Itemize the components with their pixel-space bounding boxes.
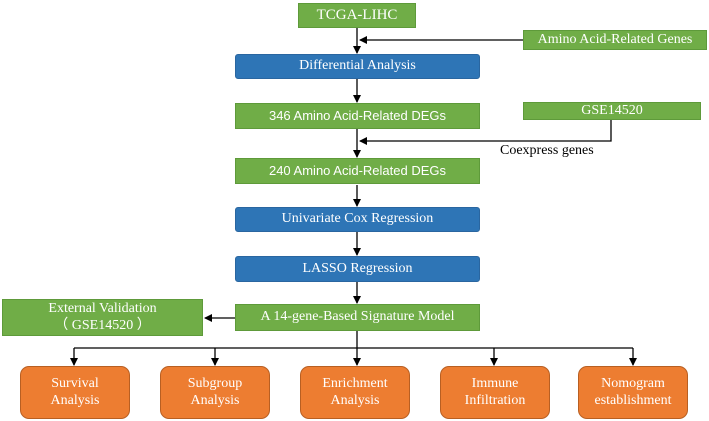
outcome-line2: Analysis xyxy=(330,392,380,408)
outcome-line1: Enrichment xyxy=(322,376,388,392)
degs-346-node: 346 Amino Acid-Related DEGs xyxy=(235,103,480,129)
univariate-cox-label: Univariate Cox Regression xyxy=(281,211,434,227)
coexpress-genes-label: Coexpress genes xyxy=(500,143,594,158)
outcome-line1: Survival xyxy=(51,376,99,392)
outcome-line1: Immune xyxy=(471,376,519,392)
external-validation-line1: External Validation xyxy=(48,301,157,317)
immune-infiltration-node: Immune Infiltration xyxy=(440,366,550,419)
outcome-line2: establishment xyxy=(594,392,672,408)
lasso-regression-node: LASSO Regression xyxy=(235,256,480,282)
gse14520-label: GSE14520 xyxy=(581,102,643,118)
outcome-line2: Analysis xyxy=(190,392,240,408)
amino-acid-genes-node: Amino Acid-Related Genes xyxy=(523,30,707,50)
lasso-regression-label: LASSO Regression xyxy=(302,260,413,276)
signature-model-node: A 14-gene-Based Signature Model xyxy=(235,304,480,331)
outcome-line1: Nomogram xyxy=(601,376,665,392)
outcome-line2: Analysis xyxy=(50,392,100,408)
enrichment-analysis-node: Enrichment Analysis xyxy=(300,366,410,419)
signature-model-label: A 14-gene-Based Signature Model xyxy=(260,309,455,325)
arrow-gse-coexpress xyxy=(359,120,612,145)
outcome-line1: Subgroup xyxy=(187,376,243,392)
differential-analysis-label: Differential Analysis xyxy=(299,58,416,74)
gse14520-node: GSE14520 xyxy=(523,102,701,120)
outcome-line2: Infiltration xyxy=(464,392,526,408)
degs-240-node: 240 Amino Acid-Related DEGs xyxy=(235,158,480,184)
tcga-lihc-label: TCGA-LIHC xyxy=(316,6,398,23)
amino-acid-genes-label: Amino Acid-Related Genes xyxy=(537,31,693,47)
external-validation-line2: （ GSE14520 ） xyxy=(54,317,151,333)
univariate-cox-node: Univariate Cox Regression xyxy=(235,207,480,232)
differential-analysis-node: Differential Analysis xyxy=(235,54,480,79)
degs-240-label: 240 Amino Acid-Related DEGs xyxy=(268,162,447,178)
degs-346-label: 346 Amino Acid-Related DEGs xyxy=(268,107,447,123)
nomogram-establishment-node: Nomogram establishment xyxy=(578,366,688,419)
subgroup-analysis-node: Subgroup Analysis xyxy=(160,366,270,419)
external-validation-node: External Validation （ GSE14520 ） xyxy=(2,299,203,336)
tcga-lihc-node: TCGA-LIHC xyxy=(298,3,416,28)
survival-analysis-node: Survival Analysis xyxy=(20,366,130,419)
